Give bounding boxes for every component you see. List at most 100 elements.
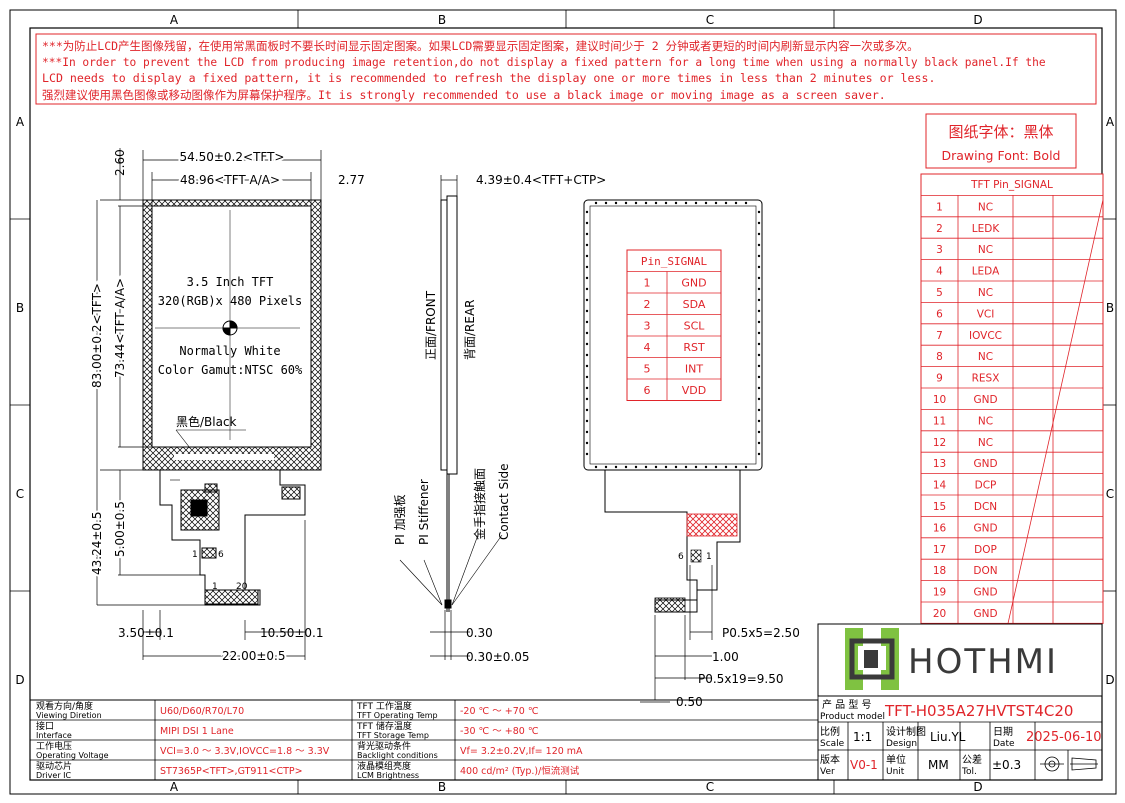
dim-fpc-len: 5.00±0.5 xyxy=(113,501,127,557)
label-rear: 背面/REAR xyxy=(463,299,477,360)
projection-symbol-icon xyxy=(1040,756,1098,772)
tb-tol: ±0.3 xyxy=(992,758,1021,772)
zone-row-left: A xyxy=(16,115,25,129)
font-box xyxy=(925,113,1077,169)
label-contact-cn: 金手指接触面 xyxy=(472,468,487,540)
spec2-label-en: LCM Brightness xyxy=(357,771,419,780)
pin-mark-1: 1 xyxy=(192,550,198,560)
tft-pin-signal: NC xyxy=(978,201,993,213)
tb-product-cn: 产 品 型 号 xyxy=(822,698,872,711)
pin-mark-1b: 1 xyxy=(212,582,218,592)
tft-pin-no: 11 xyxy=(933,415,946,427)
outer-frame xyxy=(9,9,1117,795)
tft-pin-no: 13 xyxy=(933,458,946,470)
spec-label-cn: 驱动芯片 xyxy=(36,760,72,772)
screen-line-3: Normally White xyxy=(179,344,280,358)
rear-pin-no: 6 xyxy=(644,384,651,397)
tft-pin-no: 5 xyxy=(936,287,943,299)
spec-label-cn: 工作电压 xyxy=(36,740,72,752)
rear-pin-no: 1 xyxy=(644,277,651,290)
notice-line-3: LCD needs to display a fixed pattern, it… xyxy=(42,71,935,85)
tft-pin-signal: GND xyxy=(973,394,997,406)
pin-mark-6: 6 xyxy=(218,550,224,560)
spec2-value: -20 ℃ ～ +70 ℃ xyxy=(460,706,539,717)
zone-col-bottom: A xyxy=(170,780,179,794)
dim-total-height: 43.24±0.5 xyxy=(90,512,104,576)
tft-pin-no: 7 xyxy=(936,330,943,342)
rear-pin-signal: INT xyxy=(685,363,703,376)
rear-contact-pad xyxy=(686,513,738,537)
rear-edge-dots xyxy=(585,201,761,469)
spec-label-en: Viewing Diretion xyxy=(36,711,102,720)
spec2-label-cn: 背光驱动条件 xyxy=(357,740,411,752)
tft-pin-signal: NC xyxy=(978,287,993,299)
dim-top-gap: 2.60 xyxy=(113,149,127,176)
spec-value: U60/D60/R70/L70 xyxy=(160,706,244,717)
tb-scale: 1:1 xyxy=(853,730,872,744)
dim-rear-p2: 1.00 xyxy=(712,650,739,664)
logo-text: HOTHMI xyxy=(908,642,1058,682)
tb-unit-cn: 单位 xyxy=(886,753,906,766)
spec-label-cn: 观看方向/角度 xyxy=(36,700,93,712)
tb-ver: V0-1 xyxy=(850,758,878,772)
dim-left-off: 3.50±0.1 xyxy=(118,626,174,640)
tb-product: TFT-H035A27HVTST4C20 xyxy=(884,702,1073,720)
spec2-value: -30 ℃ ～ +80 ℃ xyxy=(460,726,539,737)
dim-height-aa: 73.44<TFT A/A> xyxy=(113,278,127,378)
zone-row-left: D xyxy=(15,673,24,687)
spec2-label-en: Backlight conditions xyxy=(357,751,438,760)
spec2-label-cn: 液晶模组亮度 xyxy=(357,760,411,772)
tft-pin-signal: GND xyxy=(973,608,997,620)
tft-pin-signal: RESX xyxy=(972,373,1000,385)
spec-label-en: Driver IC xyxy=(36,771,72,780)
label-front: 正面/FRONT xyxy=(424,290,438,360)
tft-pin-no: 3 xyxy=(936,244,943,256)
dim-rear-p4: 0.50 xyxy=(676,695,703,709)
spec2-value: Vf= 3.2±0.2V,If= 120 mA xyxy=(460,746,583,757)
connector-20pin xyxy=(204,589,259,605)
rear-pin-no: 5 xyxy=(644,363,651,376)
tft-pin-no: 14 xyxy=(933,480,947,492)
dim-thickness: 4.39±0.4<TFT+CTP> xyxy=(476,173,606,187)
zone-row-right: C xyxy=(1106,487,1114,501)
tb-unit-en: Unit xyxy=(886,767,905,777)
spec-value: MIPI DSI 1 Lane xyxy=(160,726,234,737)
tb-design-en: Design xyxy=(886,739,917,749)
rear-pin-no: 4 xyxy=(644,341,651,354)
rear-pin-signal: SCL xyxy=(684,320,706,333)
screen-line-2: 320(RGB)x 480 Pixels xyxy=(158,294,303,308)
tft-pin-no: 4 xyxy=(936,266,943,278)
connector-6pin xyxy=(201,547,217,559)
rear-pin-1: 1 xyxy=(706,552,712,562)
tb-date-en: Date xyxy=(993,739,1015,749)
zone-col-top: A xyxy=(170,13,179,27)
zone-row-left: C xyxy=(16,487,24,501)
tft-pin-no: 1 xyxy=(936,201,943,213)
tft-pin-table-title: TFT Pin_SIGNAL xyxy=(970,179,1053,191)
spec-value: ST7365P<TFT>,GT911<CTP> xyxy=(160,766,303,777)
dim-side-030-tol: 0.30±0.05 xyxy=(466,650,530,664)
tft-pin-no: 18 xyxy=(933,565,946,577)
tft-pin-signal: GND xyxy=(973,522,997,534)
tft-pin-signal: GND xyxy=(973,587,997,599)
tft-pin-signal: NC xyxy=(978,415,993,427)
tft-pin-signal: NC xyxy=(978,244,993,256)
side-view xyxy=(399,175,503,660)
label-stiffener-cn: PI 加强板 xyxy=(393,494,407,545)
zone-row-right: B xyxy=(1106,301,1114,315)
tb-unit: MM xyxy=(928,758,949,772)
fpc-outline xyxy=(159,470,306,606)
tft-pin-no: 19 xyxy=(933,587,946,599)
dim-side-gap: 2.77 xyxy=(338,173,365,187)
dim-width-aa: 48.96<TFT A/A> xyxy=(180,173,280,187)
notice-line-4: 强烈建议使用黑色图像或移动图像作为屏幕保护程序。It is strongly r… xyxy=(42,88,886,102)
dim-rear-p3: P0.5x19=9.50 xyxy=(698,672,783,686)
tb-tol-cn: 公差 xyxy=(962,753,982,766)
tft-pin-no: 20 xyxy=(933,608,946,620)
notice-box xyxy=(35,33,1097,105)
tb-scale-cn: 比例 xyxy=(820,725,840,738)
spec2-label-cn: TFT 储存温度 xyxy=(356,720,412,732)
tft-pin-no: 12 xyxy=(933,437,946,449)
